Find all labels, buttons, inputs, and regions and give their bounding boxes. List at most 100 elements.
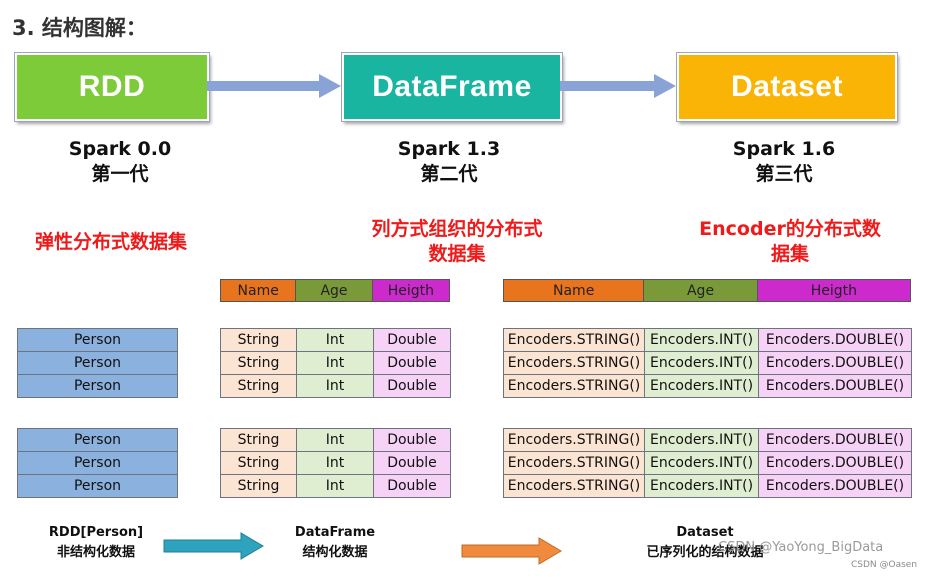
- dataframe-caption-subtitle: 结构化数据: [302, 545, 368, 560]
- table-row: Encoders.STRING()Encoders.INT()Encoders.…: [503, 374, 912, 398]
- dataframe-version: Spark 1.3 第二代: [369, 137, 529, 187]
- dataset-header-age: Age: [644, 280, 758, 301]
- int-cell: Int: [296, 328, 374, 352]
- table-row: Person: [17, 374, 178, 398]
- int-encoder-cell: Encoders.INT(): [644, 328, 759, 352]
- int-cell: Int: [296, 351, 374, 375]
- rdd-version-number: Spark 0.0: [68, 138, 172, 160]
- int-encoder-cell: Encoders.INT(): [644, 428, 759, 452]
- double-cell: Double: [373, 451, 451, 475]
- rdd-caption-subtitle: 非结构化数据: [56, 545, 135, 560]
- string-encoder-cell: Encoders.STRING(): [503, 374, 645, 398]
- dataframe-header-name: Name: [221, 280, 297, 301]
- dataset-header-name: Name: [504, 280, 645, 301]
- person-cell: Person: [17, 428, 178, 452]
- person-cell: Person: [17, 474, 178, 498]
- arrow-rdd-to-dataframe: [207, 74, 341, 98]
- string-cell: String: [220, 328, 297, 352]
- dataset-description-line2: 据集: [770, 243, 809, 265]
- double-cell: Double: [373, 351, 451, 375]
- table-row: Person: [17, 474, 178, 498]
- dataframe-box: DataFrame: [342, 53, 562, 121]
- rdd-caption-title: RDD[Person]: [48, 525, 144, 540]
- table-row: Person: [17, 328, 178, 352]
- string-encoder-cell: Encoders.STRING(): [503, 428, 645, 452]
- dataset-table-2: Encoders.STRING()Encoders.INT()Encoders.…: [503, 428, 912, 498]
- arrow-bottom-blue: [163, 532, 264, 560]
- corner-watermark: CSDN @Oasen: [851, 560, 918, 570]
- dataframe-description-line1: 列方式组织的分布式: [371, 218, 543, 240]
- double-encoder-cell: Encoders.DOUBLE(): [758, 374, 912, 398]
- rdd-description-line1: 弹性分布式数据集: [34, 231, 187, 253]
- arrow-dataframe-to-dataset: [560, 74, 676, 98]
- string-encoder-cell: Encoders.STRING(): [503, 351, 645, 375]
- double-encoder-cell: Encoders.DOUBLE(): [758, 351, 912, 375]
- string-cell: String: [220, 351, 297, 375]
- double-encoder-cell: Encoders.DOUBLE(): [758, 474, 912, 498]
- string-encoder-cell: Encoders.STRING(): [503, 328, 645, 352]
- int-cell: Int: [296, 428, 374, 452]
- person-cell: Person: [17, 351, 178, 375]
- dataset-box: Dataset: [677, 53, 897, 121]
- double-cell: Double: [373, 428, 451, 452]
- string-encoder-cell: Encoders.STRING(): [503, 474, 645, 498]
- arrow-bottom-orange: [461, 537, 562, 565]
- dataset-generation: 第三代: [755, 163, 813, 185]
- rdd-caption: RDD[Person] 非结构化数据: [40, 523, 152, 563]
- int-cell: Int: [296, 374, 374, 398]
- dataframe-description-line2: 数据集: [428, 243, 486, 265]
- string-encoder-cell: Encoders.STRING(): [503, 451, 645, 475]
- double-encoder-cell: Encoders.DOUBLE(): [758, 328, 912, 352]
- rdd-table-2: Person Person Person: [17, 428, 178, 498]
- double-cell: Double: [373, 328, 451, 352]
- table-row: Encoders.STRING()Encoders.INT()Encoders.…: [503, 328, 912, 352]
- table-row: Encoders.STRING()Encoders.INT()Encoders.…: [503, 428, 912, 452]
- rdd-box: RDD: [15, 53, 209, 121]
- dataset-caption-subtitle: 已序列化的结构数据: [646, 545, 764, 560]
- dataframe-version-number: Spark 1.3: [397, 138, 501, 160]
- string-cell: String: [220, 374, 297, 398]
- dataset-header-row: Name Age Heigth: [503, 279, 911, 302]
- person-cell: Person: [17, 328, 178, 352]
- dataset-description-line1: Encoder的分布式数: [699, 218, 881, 240]
- dataset-header-height: Heigth: [757, 280, 910, 301]
- dataframe-generation: 第二代: [420, 163, 478, 185]
- rdd-table-1: Person Person Person: [17, 328, 178, 398]
- dataset-version: Spark 1.6 第三代: [704, 137, 864, 187]
- string-cell: String: [220, 428, 297, 452]
- dataframe-caption-title: DataFrame: [294, 525, 376, 540]
- dataset-description: Encoder的分布式数 据集: [690, 217, 890, 267]
- person-cell: Person: [17, 451, 178, 475]
- dataset-caption-title: Dataset: [676, 525, 734, 540]
- int-encoder-cell: Encoders.INT(): [644, 474, 759, 498]
- double-cell: Double: [373, 374, 451, 398]
- table-row: Encoders.STRING()Encoders.INT()Encoders.…: [503, 451, 912, 475]
- rdd-version: Spark 0.0 第一代: [40, 137, 200, 187]
- rdd-generation: 第一代: [91, 163, 149, 185]
- table-row: Person: [17, 351, 178, 375]
- dataframe-header-age: Age: [296, 280, 373, 301]
- rdd-description: 弹性分布式数据集: [16, 230, 206, 255]
- table-row: Person: [17, 428, 178, 452]
- double-encoder-cell: Encoders.DOUBLE(): [758, 451, 912, 475]
- table-row: Encoders.STRING()Encoders.INT()Encoders.…: [503, 474, 912, 498]
- int-encoder-cell: Encoders.INT(): [644, 374, 759, 398]
- int-cell: Int: [296, 474, 374, 498]
- dataset-version-number: Spark 1.6: [732, 138, 836, 160]
- dataset-caption: Dataset 已序列化的结构数据: [625, 523, 785, 563]
- table-row: Person: [17, 451, 178, 475]
- dataframe-header-row: Name Age Heigth: [220, 279, 450, 302]
- dataframe-header-height: Heigth: [372, 280, 449, 301]
- section-heading: 3. 结构图解：: [12, 16, 147, 40]
- double-cell: Double: [373, 474, 451, 498]
- table-row: Encoders.STRING()Encoders.INT()Encoders.…: [503, 351, 912, 375]
- string-cell: String: [220, 474, 297, 498]
- string-cell: String: [220, 451, 297, 475]
- int-encoder-cell: Encoders.INT(): [644, 351, 759, 375]
